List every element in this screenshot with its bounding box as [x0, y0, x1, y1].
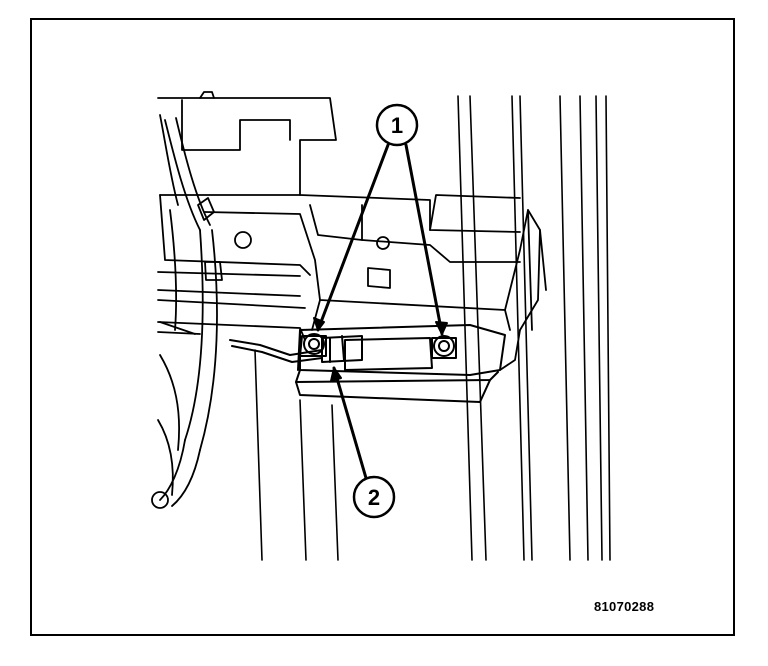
- figure-number: 81070288: [594, 599, 655, 614]
- callout-1-circle: [375, 103, 419, 147]
- callout-2-number: 2: [368, 485, 380, 510]
- callout-1: 1: [313, 103, 448, 336]
- wiring-harness: [151, 114, 223, 509]
- callout-1-number: 1: [391, 113, 403, 138]
- figure-frame: [30, 18, 735, 636]
- fastener-left: [299, 333, 327, 357]
- callout-2-leader: [332, 366, 368, 480]
- callout-1-leader-left: [316, 143, 390, 332]
- mounting-bracket: [204, 209, 547, 371]
- callout-2: 2: [330, 366, 396, 519]
- fastener-right: [431, 335, 457, 359]
- module-body: [295, 324, 506, 403]
- cross-rail: [157, 271, 306, 341]
- upper-trim-panel: [157, 91, 521, 276]
- pillar-lines: [254, 95, 611, 561]
- electrical-connector: [229, 335, 363, 363]
- callout-1-leader-right: [404, 143, 444, 336]
- callout-2-circle: [352, 475, 396, 519]
